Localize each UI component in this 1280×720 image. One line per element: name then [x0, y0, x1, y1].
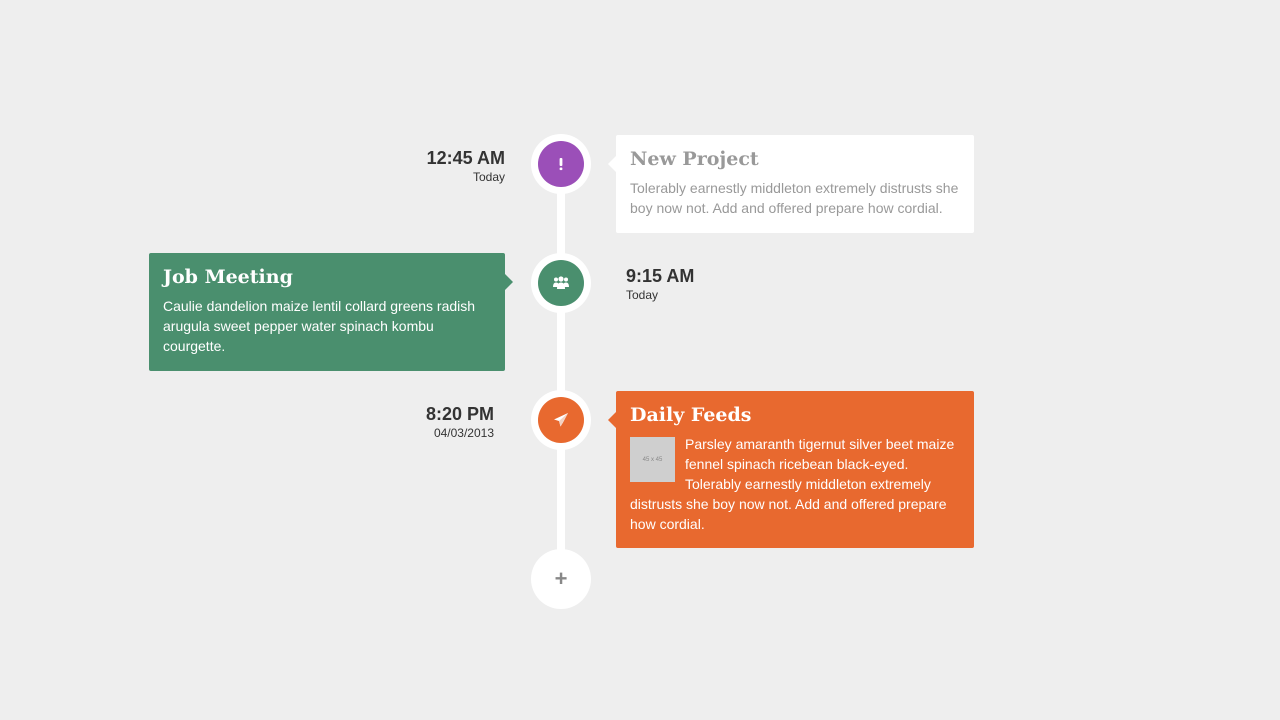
thumbnail-label: 45 x 45: [642, 456, 663, 463]
event-2-body: Caulie dandelion maize lentil collard gr…: [163, 298, 476, 354]
event-3-time-text: 8:20 PM: [425, 404, 494, 424]
event-3-body: Parsley amaranth tigernut silver beet ma…: [630, 436, 955, 532]
event-2-time: 9:15 AM Today: [626, 265, 694, 302]
event-2-title: Job Meeting: [163, 266, 293, 288]
event-1-title: New Project: [630, 148, 759, 170]
event-1-time-text: 12:45 AM: [426, 148, 505, 168]
event-3-date-text: 04/03/2013: [433, 426, 494, 440]
event-3-node[interactable]: [531, 390, 591, 450]
event-2-card-arrow: [505, 274, 513, 290]
event-1-time: 12:45 AM Today: [427, 147, 505, 184]
event-3-time: 8:20 PM 04/03/2013: [426, 403, 494, 440]
event-2-time-text: 9:15 AM: [626, 266, 695, 286]
event-3-card[interactable]: Daily Feeds 45 x 45 Parsley amaranth tig…: [616, 391, 974, 548]
paper-plane-icon: [538, 397, 584, 443]
group-icon: [538, 260, 584, 306]
event-1-body: Tolerably earnestly middleton extremely …: [630, 180, 959, 216]
event-2-node[interactable]: [531, 253, 591, 313]
event-2-card[interactable]: Job Meeting Caulie dandelion maize lenti…: [149, 253, 505, 371]
exclamation-icon: [538, 141, 584, 187]
add-event-button[interactable]: +: [531, 549, 591, 609]
event-3-title: Daily Feeds: [630, 404, 752, 426]
event-1-node[interactable]: [531, 134, 591, 194]
plus-icon: +: [554, 566, 568, 591]
event-3-card-arrow: [608, 412, 616, 428]
event-2-date-text: Today: [626, 288, 659, 302]
event-1-card-arrow: [608, 156, 616, 172]
timeline-line: [557, 160, 565, 580]
event-1-date-text: Today: [472, 170, 505, 184]
event-1-card[interactable]: New Project Tolerably earnestly middleto…: [616, 135, 974, 233]
thumbnail-image: 45 x 45: [630, 437, 675, 482]
